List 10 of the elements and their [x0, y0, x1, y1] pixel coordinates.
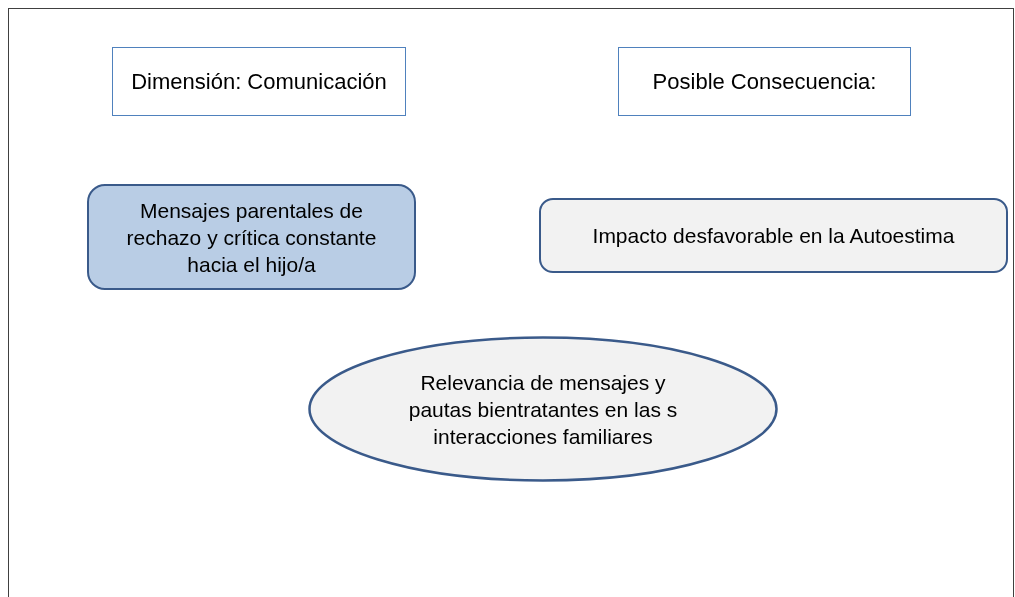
rounded-box: [539, 198, 1008, 273]
node-text: Impacto desfavorable en la Autoestima: [591, 223, 956, 249]
rounded-box: [87, 184, 416, 290]
heading-box: [618, 47, 911, 116]
node-text: Posible Consecuencia:: [652, 67, 877, 96]
node-text: Mensajes parentales de rechazo y crítica constante hacia el hijo/a: [125, 197, 378, 278]
heading-box: [112, 47, 406, 116]
ellipse-node: [308, 336, 778, 482]
node-text: Dimensión: Comunicación: [131, 67, 387, 96]
node-text: Relevancia de mensajes y pautas bientratantes en las s interacciones familiares: [407, 369, 679, 450]
